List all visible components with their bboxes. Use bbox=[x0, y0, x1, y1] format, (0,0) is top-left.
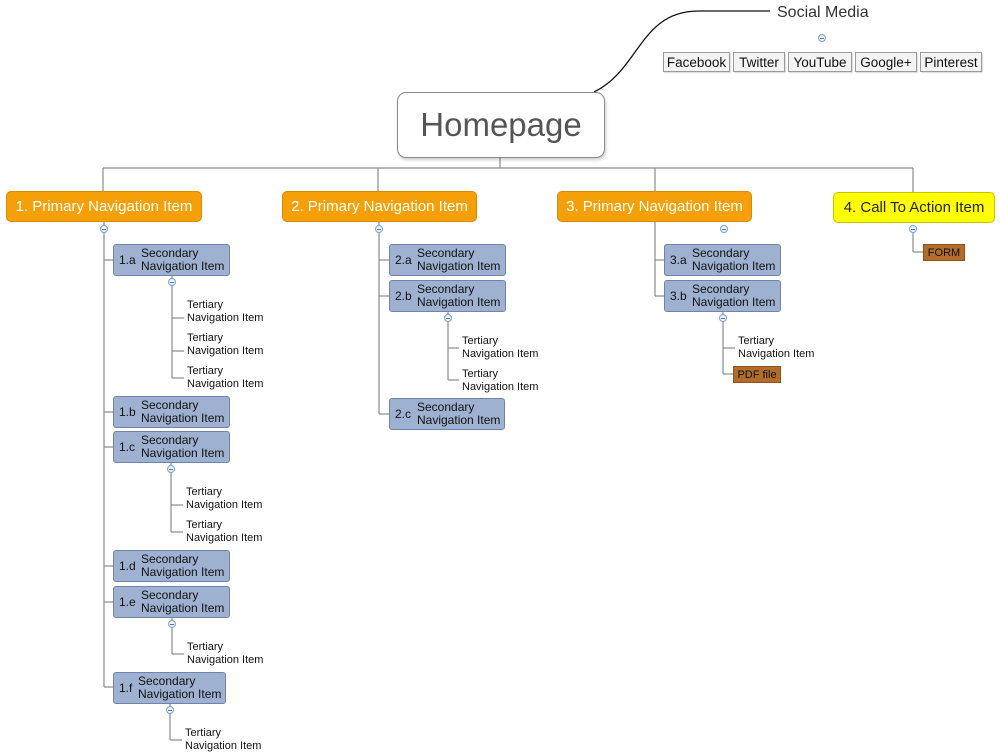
item-2b-collapse-icon[interactable] bbox=[444, 314, 452, 322]
item-label: Secondary Navigation Item bbox=[417, 400, 501, 427]
tertiary-nav-item-1a-1[interactable]: Tertiary Navigation Item bbox=[187, 299, 264, 324]
item-label: Secondary Navigation Item bbox=[692, 282, 776, 309]
item-number: 1.e bbox=[119, 594, 136, 609]
social-facebook[interactable]: Facebook bbox=[663, 52, 730, 72]
tertiary-nav-item-1e-1[interactable]: Tertiary Navigation Item bbox=[187, 641, 264, 666]
social-google-plus[interactable]: Google+ bbox=[855, 52, 917, 72]
homepage-title: Homepage bbox=[420, 106, 582, 143]
secondary-nav-item-2a[interactable]: 2.a Secondary Navigation Item bbox=[389, 244, 506, 276]
item-label: Secondary Navigation Item bbox=[141, 246, 225, 273]
item-label: Secondary Navigation Item bbox=[141, 552, 225, 579]
item-label: Secondary Navigation Item bbox=[141, 588, 225, 615]
item-label: Secondary Navigation Item bbox=[417, 246, 501, 273]
tertiary-nav-item-2b-2[interactable]: Tertiary Navigation Item bbox=[462, 368, 539, 393]
cta-collapse-icon[interactable] bbox=[909, 225, 917, 233]
item-1f-collapse-icon[interactable] bbox=[166, 706, 174, 714]
item-label: Secondary Navigation Item bbox=[138, 674, 222, 701]
primary-nav-item-3[interactable]: 3. Primary Navigation Item bbox=[557, 191, 752, 222]
item-3b-collapse-icon[interactable] bbox=[719, 314, 727, 322]
branch-1-collapse-icon[interactable] bbox=[100, 225, 108, 233]
primary-nav-item-2[interactable]: 2. Primary Navigation Item bbox=[282, 191, 477, 222]
tertiary-nav-item-1a-2[interactable]: Tertiary Navigation Item bbox=[187, 332, 264, 357]
item-number: 2.c bbox=[395, 406, 412, 421]
secondary-nav-item-1d[interactable]: 1.d Secondary Navigation Item bbox=[113, 550, 230, 582]
item-number: 1.a bbox=[119, 252, 136, 267]
item-number: 3.b bbox=[670, 288, 687, 303]
call-to-action-item[interactable]: 4. Call To Action Item bbox=[833, 192, 995, 223]
item-1c-collapse-icon[interactable] bbox=[167, 465, 175, 473]
secondary-nav-item-1e[interactable]: 1.e Secondary Navigation Item bbox=[113, 586, 230, 618]
social-youtube[interactable]: YouTube bbox=[788, 52, 852, 72]
social-twitter[interactable]: Twitter bbox=[733, 52, 785, 72]
item-label: Secondary Navigation Item bbox=[417, 282, 501, 309]
item-number: 1.c bbox=[119, 439, 136, 454]
social-collapse-icon[interactable] bbox=[818, 34, 826, 42]
tertiary-nav-item-1c-2[interactable]: Tertiary Navigation Item bbox=[186, 519, 263, 544]
item-label: Secondary Navigation Item bbox=[141, 433, 225, 460]
secondary-nav-item-1b[interactable]: 1.b Secondary Navigation Item bbox=[113, 396, 230, 428]
item-label: Secondary Navigation Item bbox=[141, 398, 225, 425]
item-label: Secondary Navigation Item bbox=[692, 246, 776, 273]
item-number: 1.b bbox=[119, 404, 136, 419]
tertiary-nav-item-2b-1[interactable]: Tertiary Navigation Item bbox=[462, 335, 539, 360]
branch-2-collapse-icon[interactable] bbox=[375, 225, 383, 233]
item-number: 2.b bbox=[395, 288, 412, 303]
tertiary-nav-item-1f-1[interactable]: Tertiary Navigation Item bbox=[185, 727, 262, 752]
secondary-nav-item-2b[interactable]: 2.b Secondary Navigation Item bbox=[389, 280, 506, 312]
item-number: 2.a bbox=[395, 252, 412, 267]
primary-nav-item-1[interactable]: 1. Primary Navigation Item bbox=[6, 191, 202, 222]
item-number: 3.a bbox=[670, 252, 687, 267]
item-1a-collapse-icon[interactable] bbox=[168, 278, 176, 286]
tertiary-nav-item-3b-1[interactable]: Tertiary Navigation Item bbox=[738, 335, 815, 360]
item-number: 1.d bbox=[119, 558, 136, 573]
secondary-nav-item-3b[interactable]: 3.b Secondary Navigation Item bbox=[664, 280, 781, 312]
homepage-node[interactable]: Homepage bbox=[397, 92, 605, 158]
pdf-file-tag[interactable]: PDF file bbox=[733, 366, 781, 383]
tertiary-nav-item-1c-1[interactable]: Tertiary Navigation Item bbox=[186, 486, 263, 511]
secondary-nav-item-1a[interactable]: 1.a Secondary Navigation Item bbox=[113, 244, 230, 276]
item-1e-collapse-icon[interactable] bbox=[168, 620, 176, 628]
secondary-nav-item-2c[interactable]: 2.c Secondary Navigation Item bbox=[389, 398, 505, 430]
tertiary-nav-item-1a-3[interactable]: Tertiary Navigation Item bbox=[187, 365, 264, 390]
item-number: 1.f bbox=[119, 680, 133, 695]
branch-3-collapse-icon[interactable] bbox=[720, 225, 728, 233]
secondary-nav-item-1f[interactable]: 1.f Secondary Navigation Item bbox=[113, 672, 226, 704]
social-pinterest[interactable]: Pinterest bbox=[920, 52, 982, 72]
secondary-nav-item-3a[interactable]: 3.a Secondary Navigation Item bbox=[664, 244, 781, 276]
form-tag[interactable]: FORM bbox=[923, 244, 965, 261]
secondary-nav-item-1c[interactable]: 1.c Secondary Navigation Item bbox=[113, 431, 230, 463]
social-media-label[interactable]: Social Media bbox=[777, 4, 869, 21]
